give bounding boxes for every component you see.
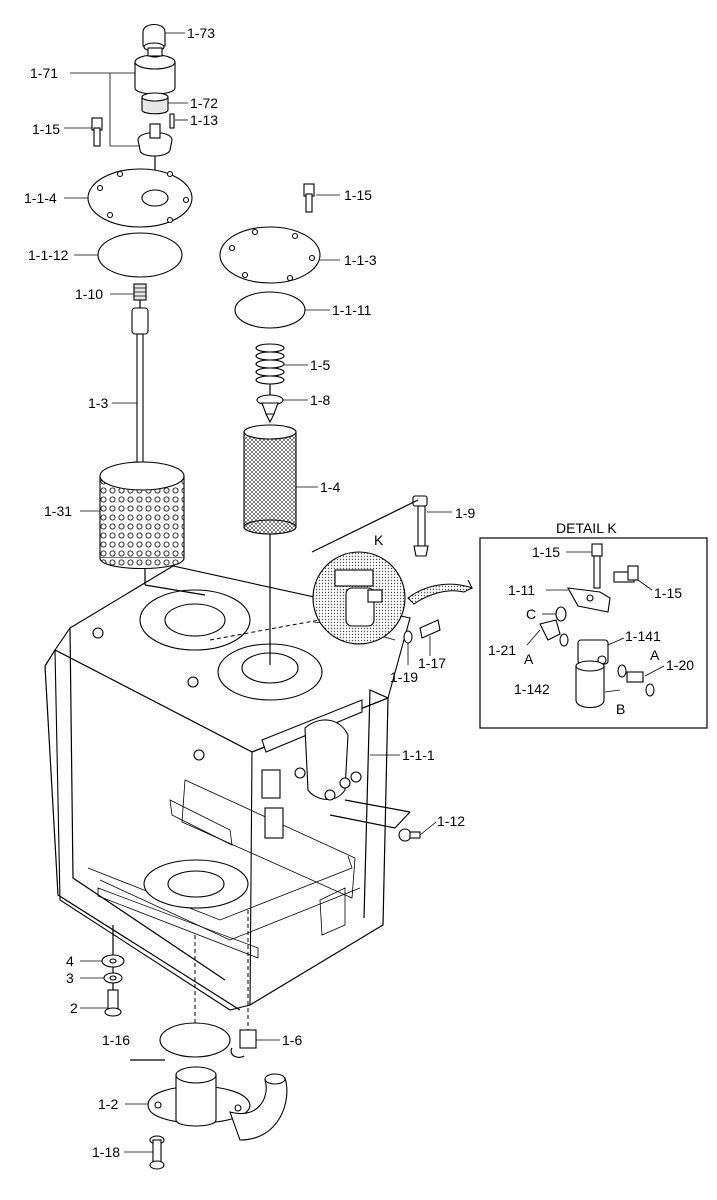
detail-k-box — [479, 537, 708, 729]
part-1-1-3-cover-plate — [219, 226, 321, 284]
label-1-5: 1-5 — [310, 357, 330, 373]
part-4-washer — [101, 954, 125, 968]
label-1-9: 1-9 — [455, 505, 475, 521]
label-1-73: 1-73 — [187, 25, 215, 41]
label-1-19: 1-19 — [390, 669, 418, 685]
part-1-1-4-cover-plate — [87, 168, 193, 228]
detail-k-title: DETAIL K — [556, 520, 617, 536]
part-1-15-bolt-right — [303, 183, 315, 213]
label-1-71: 1-71 — [30, 65, 58, 81]
part-1-2-suction-pipe — [147, 1066, 288, 1141]
detail-label-1-11: 1-11 — [508, 582, 535, 598]
detail-label-1-15-right: 1-15 — [654, 585, 682, 601]
label-1-18: 1-18 — [92, 1144, 120, 1160]
label-3: 3 — [66, 970, 74, 986]
part-1-73-cap-plug — [142, 23, 166, 52]
label-1-1-4: 1-1-4 — [24, 190, 57, 206]
detail-label-1-20: 1-20 — [666, 657, 694, 673]
label-1-1-3: 1-1-3 — [344, 252, 377, 268]
part-1-6-drain-plug — [230, 1029, 257, 1059]
detail-label-1-142: 1-142 — [514, 681, 550, 697]
part-1-13-adapter — [137, 113, 175, 157]
label-4: 4 — [66, 953, 74, 969]
detail-label-1-15-top: 1-15 — [532, 544, 560, 560]
label-1-12: 1-12 — [437, 813, 465, 829]
detail-label-a-right: A — [650, 647, 660, 663]
detail-elbow — [539, 619, 569, 647]
part-1-3-rod — [131, 307, 149, 475]
detail-k-magnifier — [312, 551, 474, 645]
part-labels: 1-73 1-71 1-72 1-13 1-15 1-1-4 1-15 1-1-… — [24, 25, 694, 1160]
label-1-15-left: 1-15 — [32, 121, 60, 137]
part-1-12-bolt — [398, 828, 421, 842]
detail-label-b: B — [616, 701, 625, 717]
part-1-72-ring — [141, 92, 169, 115]
detail-filter-1-142 — [575, 660, 605, 709]
detail-label-1-141: 1-141 — [625, 628, 661, 644]
part-1-17-fitting — [419, 619, 441, 639]
label-1-15-right: 1-15 — [344, 187, 372, 203]
detail-bracket — [566, 587, 611, 613]
part-1-71-breather-cap — [134, 47, 176, 95]
label-1-4: 1-4 — [320, 479, 340, 495]
detail-label-1-21: 1-21 — [488, 642, 516, 658]
detail-head — [577, 639, 609, 665]
part-1-1-11-gasket — [234, 291, 306, 329]
label-k: K — [374, 532, 384, 548]
label-1-16: 1-16 — [102, 1032, 130, 1048]
label-1-13: 1-13 — [190, 112, 218, 128]
part-1-1-12-gasket — [97, 232, 183, 278]
part-1-18-bolt — [149, 1135, 165, 1170]
detail-fitting-1-20 — [617, 664, 655, 697]
part-2-bolt — [104, 989, 122, 1017]
label-1-1-11: 1-1-11 — [332, 302, 372, 318]
part-1-10-spring — [133, 283, 147, 301]
label-1-8: 1-8 — [310, 392, 330, 408]
label-1-17: 1-17 — [418, 655, 446, 671]
label-1-6: 1-6 — [282, 1032, 302, 1048]
detail-oring-c — [555, 606, 567, 622]
part-1-16-gasket — [159, 1022, 231, 1058]
part-3-washer — [103, 972, 123, 984]
label-1-2: 1-2 — [98, 1096, 118, 1112]
label-1-3: 1-3 — [88, 395, 108, 411]
label-1-10: 1-10 — [75, 286, 103, 302]
detail-label-c: C — [526, 606, 536, 622]
label-1-1-1: 1-1-1 — [402, 747, 435, 763]
label-1-72: 1-72 — [190, 95, 218, 111]
label-leaders — [64, 32, 665, 1153]
detail-bolt — [591, 543, 603, 589]
part-1-8-valve — [256, 394, 284, 424]
part-1-19-oring — [403, 630, 413, 644]
label-1-31: 1-31 — [44, 503, 72, 519]
part-1-5-spring — [255, 343, 285, 385]
label-1-1-12: 1-1-12 — [28, 247, 69, 263]
detail-bolt-right — [613, 565, 639, 583]
label-2: 2 — [70, 1000, 78, 1016]
part-1-15-bolt-left — [91, 117, 103, 147]
part-1-31-strainer — [99, 461, 185, 569]
detail-label-a-left: A — [524, 651, 534, 667]
part-1-4-filter-element — [243, 424, 297, 535]
part-1-9-sensor — [311, 495, 429, 557]
